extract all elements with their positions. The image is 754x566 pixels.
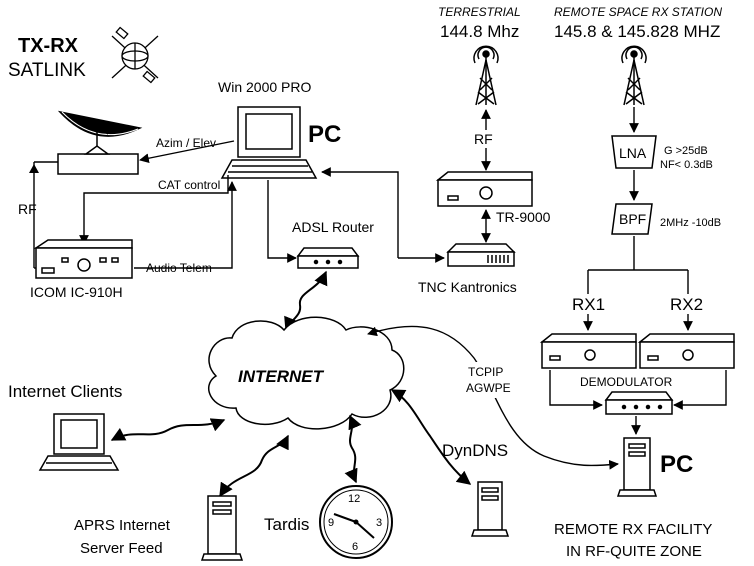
tnc-label: TNC Kantronics: [418, 279, 517, 295]
pc-main-label: PC: [308, 121, 341, 148]
clock-number-3: 3: [376, 517, 382, 529]
pc-os-label: Win 2000 PRO: [218, 79, 311, 95]
clock-number-12: 12: [348, 493, 360, 505]
adsl-router-icon: [296, 247, 360, 269]
tardis-label: Tardis: [264, 515, 309, 534]
rx2-label-bg: [668, 294, 706, 314]
icom-label: ICOM IC-910H: [30, 284, 123, 300]
audio-telem-link: [134, 181, 237, 269]
tcpip-label: TCPIP: [468, 365, 503, 379]
facility-line1: REMOTE RX FACILITY: [554, 521, 712, 538]
dyndns-to-internet-link: [390, 389, 472, 485]
pc-main-computer-icon: [220, 106, 318, 179]
remote-station-heading: REMOTE SPACE RX STATION: [554, 5, 722, 19]
rx2-receiver-icon: [637, 333, 735, 369]
azim-elev-link: [139, 140, 235, 164]
remote-pc-tower-icon: [616, 437, 658, 497]
agwpe-label: AGWPE: [466, 381, 511, 395]
audio-telem-label: Audio Telem: [146, 261, 212, 275]
tcpip-link: [367, 325, 619, 470]
tardis-to-internet-link: [344, 414, 362, 484]
clock-number-6: 6: [352, 541, 358, 553]
rx2-label: RX2: [670, 295, 703, 314]
aprs-label-line1: APRS Internet: [74, 517, 171, 534]
bpf-filter-icon: [611, 203, 653, 235]
internet-clients-label: Internet Clients: [8, 382, 122, 401]
clock-number-9: 9: [328, 517, 334, 529]
terrestrial-antenna-icon: [473, 45, 499, 106]
cat-control-label: CAT control: [158, 178, 220, 192]
remote-pc-label: PC: [660, 451, 693, 478]
satellite-icon: [111, 26, 159, 84]
bpf-label: BPF: [619, 211, 646, 227]
pc-to-tnc-link: [321, 167, 399, 258]
terrestrial-heading: TERRESTRIAL: [438, 5, 521, 19]
facility-line2: IN RF-QUITE ZONE: [566, 543, 702, 560]
dyndns-label: DynDNS: [442, 441, 508, 460]
dyndns-server-tower-icon: [470, 481, 510, 537]
aprs-server-tower-icon: [200, 495, 244, 561]
lna-nf-label: NF< 0.3dB: [660, 159, 713, 171]
tr9000-label: TR-9000: [496, 209, 551, 225]
rx1-label: RX1: [572, 295, 605, 314]
lna-gain-label: G >25dB: [664, 145, 708, 157]
rf-left-label: RF: [18, 201, 37, 217]
pc-to-adsl-link: [267, 180, 297, 263]
rf-mid-label-bg: [472, 130, 500, 148]
clients-to-internet-link: [110, 418, 226, 441]
rx1-label-bg: [570, 294, 608, 314]
rf-mid-label: RF: [474, 131, 493, 147]
tr9000-radio-icon: [435, 171, 533, 207]
aprs-to-internet-link: [219, 434, 289, 498]
title-line1: TX-RX: [18, 35, 79, 57]
title-line2: SATLINK: [8, 60, 86, 81]
adsl-label: ADSL Router: [292, 219, 374, 235]
tardis-clock-icon: [319, 485, 393, 559]
demod-label: DEMODULATOR: [580, 375, 673, 389]
rf-left-arrow-up-icon: [29, 164, 39, 173]
terrestrial-freq: 144.8 Mhz: [440, 22, 519, 41]
remote-antenna-icon: [621, 45, 647, 106]
lna-amplifier-icon: [611, 135, 657, 169]
azim-elev-label: Azim / Elev: [156, 136, 216, 150]
rx2-to-demod-link: [673, 370, 727, 410]
remote-station-freq: 145.8 & 145.828 MHZ: [554, 22, 720, 41]
aprs-label-line2: Server Feed: [80, 540, 163, 557]
bpf-spec-label: 2MHz -10dB: [660, 217, 721, 229]
rx1-receiver-icon: [539, 333, 637, 369]
lna-label: LNA: [619, 145, 647, 161]
internet-clients-computer-icon: [38, 413, 120, 471]
icom-radio-icon: [33, 239, 133, 279]
internet-label: INTERNET: [238, 367, 325, 386]
demodulator-icon: [604, 391, 674, 415]
tnc-modem-icon: [446, 243, 516, 267]
adsl-to-internet-link: [284, 270, 328, 332]
rotator-controller-icon: [57, 145, 139, 175]
